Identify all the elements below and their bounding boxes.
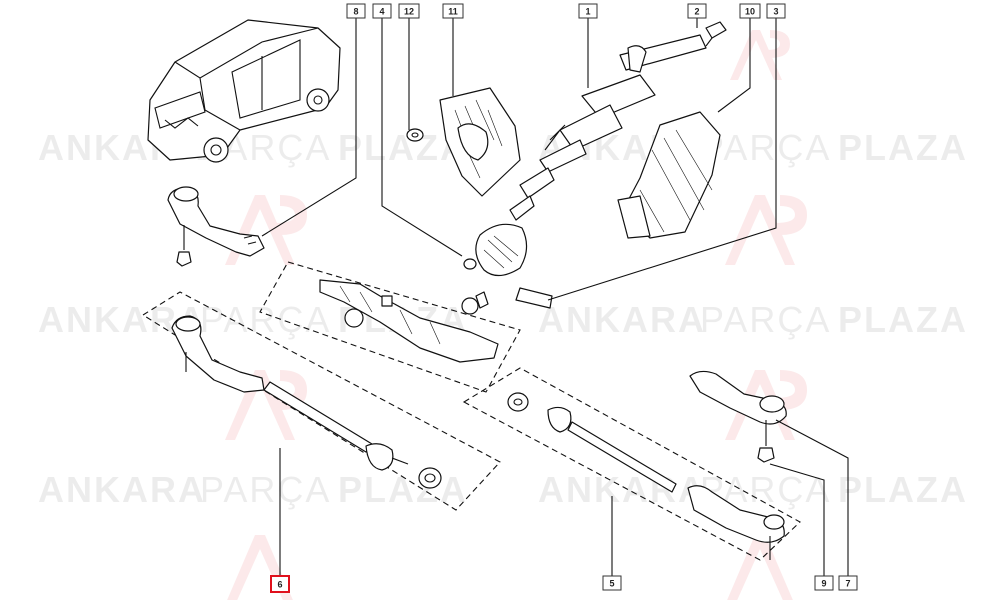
callout-6[interactable]: 6 bbox=[270, 575, 290, 593]
callout-1[interactable]: 1 bbox=[578, 3, 598, 19]
callout-label: 5 bbox=[609, 579, 614, 589]
callout-2[interactable]: 2 bbox=[687, 3, 707, 19]
watermark-row-3: ANKARA PARÇA PLAZA ANKARA PARÇA PLAZA bbox=[38, 469, 968, 510]
callout-label: 6 bbox=[277, 580, 282, 590]
tie-rod-assembly-left bbox=[141, 291, 501, 511]
callout-11[interactable]: 11 bbox=[442, 3, 464, 19]
callout-5[interactable]: 5 bbox=[602, 575, 622, 591]
callout-label: 1 bbox=[585, 7, 590, 17]
watermark-word: PARÇA bbox=[200, 469, 331, 510]
ap-logo-icon bbox=[730, 30, 790, 80]
callout-4[interactable]: 4 bbox=[372, 3, 392, 19]
watermark-word: PLAZA bbox=[838, 127, 968, 168]
tie-rod-assembly-right bbox=[462, 367, 801, 561]
callout-label: 3 bbox=[773, 7, 778, 17]
callout-label: 7 bbox=[845, 579, 850, 589]
vehicle-illustration bbox=[147, 19, 341, 163]
tie-rod-end-upper-left bbox=[167, 186, 265, 267]
watermark-word: PLAZA bbox=[838, 299, 968, 340]
callouts: 8 4 12 11 1 2 10 3 bbox=[270, 3, 858, 593]
watermark-word: PARÇA bbox=[700, 299, 831, 340]
leader-lines bbox=[261, 18, 849, 576]
watermark-word: ANKARA bbox=[38, 469, 206, 510]
callout-10[interactable]: 10 bbox=[739, 3, 761, 19]
watermark-word: PLAZA bbox=[838, 469, 968, 510]
watermark-word: PARÇA bbox=[700, 127, 831, 168]
watermark-word: PARÇA bbox=[200, 299, 331, 340]
ap-logo-icon bbox=[725, 195, 807, 265]
callout-label: 11 bbox=[448, 7, 458, 17]
watermark-word: PLAZA bbox=[338, 469, 468, 510]
steering-rack-assembly bbox=[259, 261, 521, 393]
ap-logo-icon bbox=[225, 195, 307, 265]
callout-label: 8 bbox=[353, 7, 358, 17]
watermark-word: ANKARA bbox=[538, 299, 706, 340]
steering-column bbox=[463, 34, 707, 309]
bolt-part-2 bbox=[705, 21, 727, 47]
callout-7[interactable]: 7 bbox=[838, 575, 858, 591]
callout-12[interactable]: 12 bbox=[398, 3, 420, 19]
callout-label: 4 bbox=[379, 7, 384, 17]
watermark-word: ANKARA bbox=[538, 469, 706, 510]
callout-label: 10 bbox=[745, 7, 755, 17]
callout-8[interactable]: 8 bbox=[346, 3, 366, 19]
callout-label: 12 bbox=[404, 7, 414, 17]
callout-label: 9 bbox=[821, 579, 826, 589]
callout-9[interactable]: 9 bbox=[814, 575, 834, 591]
cover-plate-part-11 bbox=[439, 87, 521, 197]
ap-logo-icon bbox=[727, 535, 793, 600]
tie-rod-end-right bbox=[689, 370, 787, 463]
callout-label: 2 bbox=[694, 7, 699, 17]
cover-part-10 bbox=[617, 111, 721, 239]
nut-part-12 bbox=[406, 128, 424, 142]
callout-3[interactable]: 3 bbox=[766, 3, 786, 19]
